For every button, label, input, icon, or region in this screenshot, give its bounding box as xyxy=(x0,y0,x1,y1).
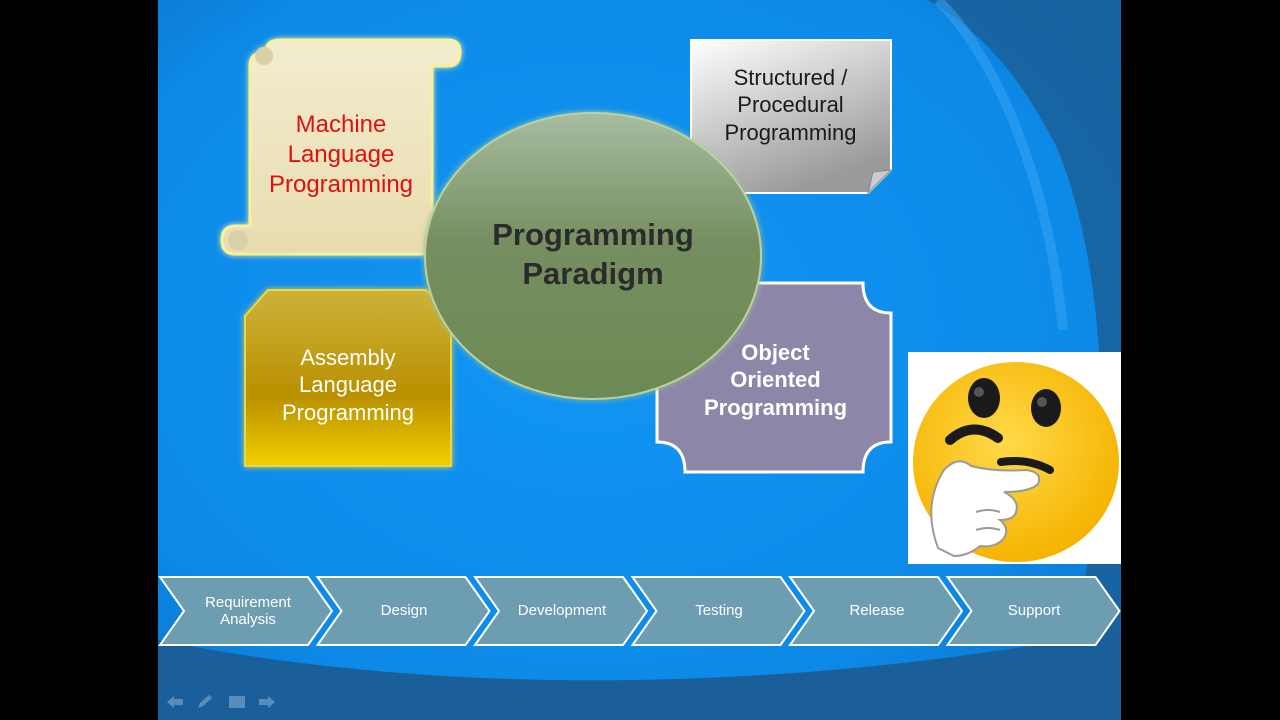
step-requirement-analysis: Requirement Analysis xyxy=(178,576,318,646)
step-2-label: Design xyxy=(380,602,428,620)
slide-menu-icon[interactable] xyxy=(228,694,246,710)
programming-paradigm-ellipse xyxy=(424,112,762,400)
step-testing: Testing xyxy=(649,576,789,646)
machine-line1: Machine xyxy=(295,111,387,138)
step-release: Release xyxy=(807,576,947,646)
thinking-face-icon xyxy=(908,352,1121,564)
machine-language-label: Machine Language Programming xyxy=(250,100,432,210)
programming-paradigm-label: Programming Paradigm xyxy=(448,210,738,300)
process-chevron-1 xyxy=(158,576,334,646)
assembly-line2: Language xyxy=(299,372,397,398)
oop-line1: Object xyxy=(741,339,810,365)
step-5-label: Release xyxy=(849,602,905,620)
center-line2: Paradigm xyxy=(522,256,664,291)
assembly-line3: Programming xyxy=(281,399,415,425)
center-line1: Programming xyxy=(492,217,694,253)
assembly-language-label: Assembly Language Programming xyxy=(245,330,451,440)
process-chevron-4 xyxy=(630,576,806,646)
process-chevron-2 xyxy=(315,576,491,646)
oop-line3: Programming xyxy=(703,394,848,420)
step-3-label: Development xyxy=(517,602,607,620)
process-chevron-6 xyxy=(945,576,1121,646)
structured-line1: Structured / xyxy=(733,64,848,90)
back-arrow-icon[interactable] xyxy=(166,694,184,710)
step-design: Design xyxy=(334,576,474,646)
step-4-label: Testing xyxy=(695,602,743,620)
forward-arrow-icon[interactable] xyxy=(258,694,276,710)
process-chevron-5 xyxy=(788,576,964,646)
step-1-line1: Requirement xyxy=(205,593,291,611)
step-support: Support xyxy=(964,576,1104,646)
step-1-line2: Analysis xyxy=(220,611,276,628)
pen-icon[interactable] xyxy=(196,694,214,710)
machine-line3: Programming xyxy=(268,171,414,198)
step-development: Development xyxy=(492,576,632,646)
assembly-line1: Assembly xyxy=(300,344,396,370)
structured-procedural-label: Structured / Procedural Programming xyxy=(693,55,888,155)
structured-line2: Procedural xyxy=(737,92,844,118)
machine-line2: Language xyxy=(287,141,395,168)
slide-background xyxy=(158,0,1121,720)
structured-line3: Programming xyxy=(724,119,857,145)
oop-line2: Oriented xyxy=(730,367,821,393)
process-chevron-3 xyxy=(473,576,649,646)
object-oriented-label: Object Oriented Programming xyxy=(678,325,873,435)
slide: Machine Language Programming Structured … xyxy=(158,0,1121,720)
step-6-label: Support xyxy=(1007,602,1061,620)
process-chevrons xyxy=(158,576,1121,646)
